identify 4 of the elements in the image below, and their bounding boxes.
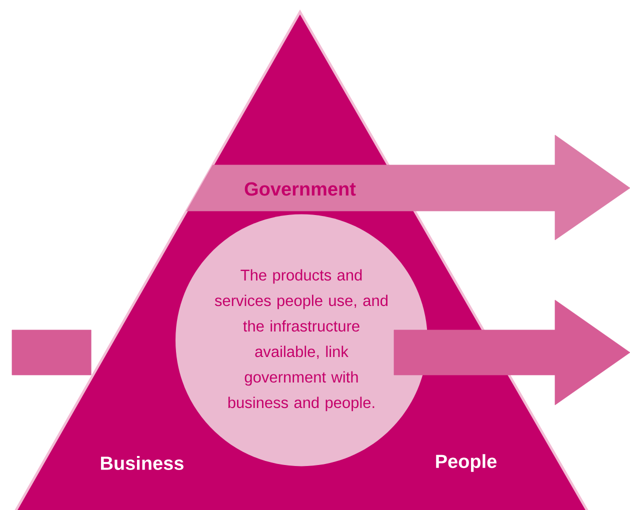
arrow xyxy=(394,300,630,406)
arrow xyxy=(12,330,92,376)
node-label: People xyxy=(436,454,496,472)
arrow-band: Government xyxy=(186,134,630,240)
